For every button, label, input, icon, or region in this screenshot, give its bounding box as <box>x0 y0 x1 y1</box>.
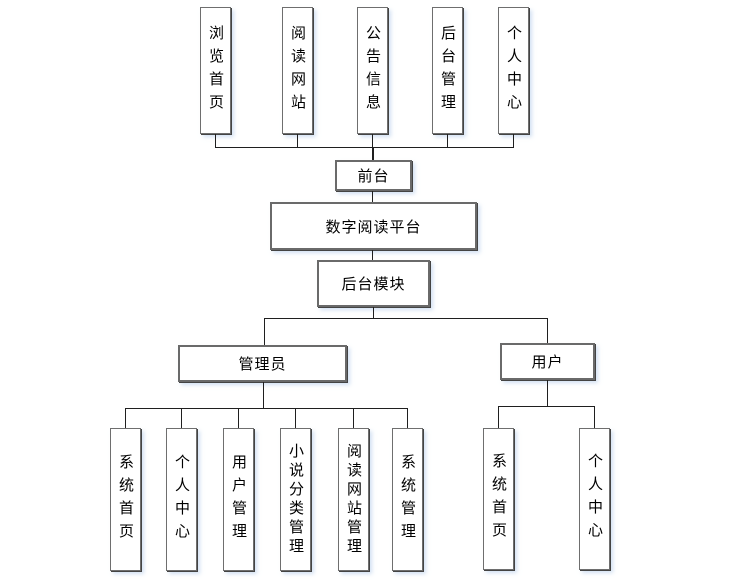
connector-line <box>264 318 548 319</box>
connector-line <box>181 408 182 428</box>
node-read-website: 阅读网站 <box>282 7 313 134</box>
node-admin: 管理员 <box>178 345 347 382</box>
node-personal-center: 个人中心 <box>498 7 529 134</box>
connector-line <box>125 408 408 409</box>
connector-line <box>513 134 514 147</box>
node-backstage-management-label: 后台管理 <box>439 24 456 117</box>
node-frontend-label: 前台 <box>357 168 390 185</box>
connector-line <box>447 134 448 147</box>
node-admin-system-home-label: 系统首页 <box>117 453 134 546</box>
node-admin-reading-site-management: 阅读网站管理 <box>338 428 369 571</box>
connector-line <box>372 134 373 147</box>
node-platform-root-label: 数字阅读平台 <box>325 218 422 236</box>
node-admin-novel-category-management-label: 小说分类管理 <box>287 442 304 557</box>
node-user: 用户 <box>500 343 595 380</box>
connector-line <box>297 134 298 147</box>
node-frontend: 前台 <box>335 160 412 191</box>
node-user-personal-center-label: 个人中心 <box>586 453 603 545</box>
connector-line <box>498 406 595 407</box>
connector-line <box>264 318 265 345</box>
connector-line <box>594 406 595 428</box>
node-announcement-info: 公告信息 <box>357 7 388 134</box>
node-admin-user-management: 用户管理 <box>223 428 254 571</box>
node-backend-module-label: 后台模块 <box>341 276 406 293</box>
connector-line <box>372 191 373 202</box>
node-user-system-home-label: 系统首页 <box>490 453 507 545</box>
connector-line <box>295 408 296 428</box>
connector-line <box>215 147 514 148</box>
node-read-website-label: 阅读网站 <box>289 24 306 117</box>
connector-line <box>372 147 374 160</box>
connector-line <box>215 134 216 147</box>
node-admin-personal-center: 个人中心 <box>166 428 197 571</box>
connector-line <box>125 408 126 428</box>
connector-line <box>547 380 548 406</box>
node-user-label: 用户 <box>531 354 564 371</box>
node-admin-personal-center-label: 个人中心 <box>173 453 190 546</box>
node-user-system-home: 系统首页 <box>483 428 514 570</box>
node-admin-system-management: 系统管理 <box>392 428 423 571</box>
node-personal-center-label: 个人中心 <box>505 24 522 117</box>
connector-line <box>372 250 373 260</box>
connector-line <box>407 408 408 428</box>
connector-line <box>498 406 499 428</box>
node-announcement-info-label: 公告信息 <box>364 24 381 117</box>
connector-line <box>238 408 239 428</box>
connector-line <box>373 307 374 318</box>
node-admin-system-home: 系统首页 <box>110 428 141 571</box>
connector-line <box>263 382 264 408</box>
node-user-personal-center: 个人中心 <box>579 428 610 570</box>
node-admin-user-management-label: 用户管理 <box>230 453 247 546</box>
connector-line <box>547 318 548 343</box>
node-browse-homepage-label: 浏览首页 <box>207 24 224 117</box>
node-admin-novel-category-management: 小说分类管理 <box>280 428 311 571</box>
node-platform-root: 数字阅读平台 <box>270 202 477 250</box>
connector-line <box>353 408 354 428</box>
node-admin-reading-site-management-label: 阅读网站管理 <box>345 442 362 557</box>
node-admin-label: 管理员 <box>238 356 287 373</box>
node-backend-module: 后台模块 <box>317 260 430 307</box>
node-backstage-management: 后台管理 <box>432 7 463 134</box>
node-browse-homepage: 浏览首页 <box>200 7 231 134</box>
node-admin-system-management-label: 系统管理 <box>399 453 416 546</box>
